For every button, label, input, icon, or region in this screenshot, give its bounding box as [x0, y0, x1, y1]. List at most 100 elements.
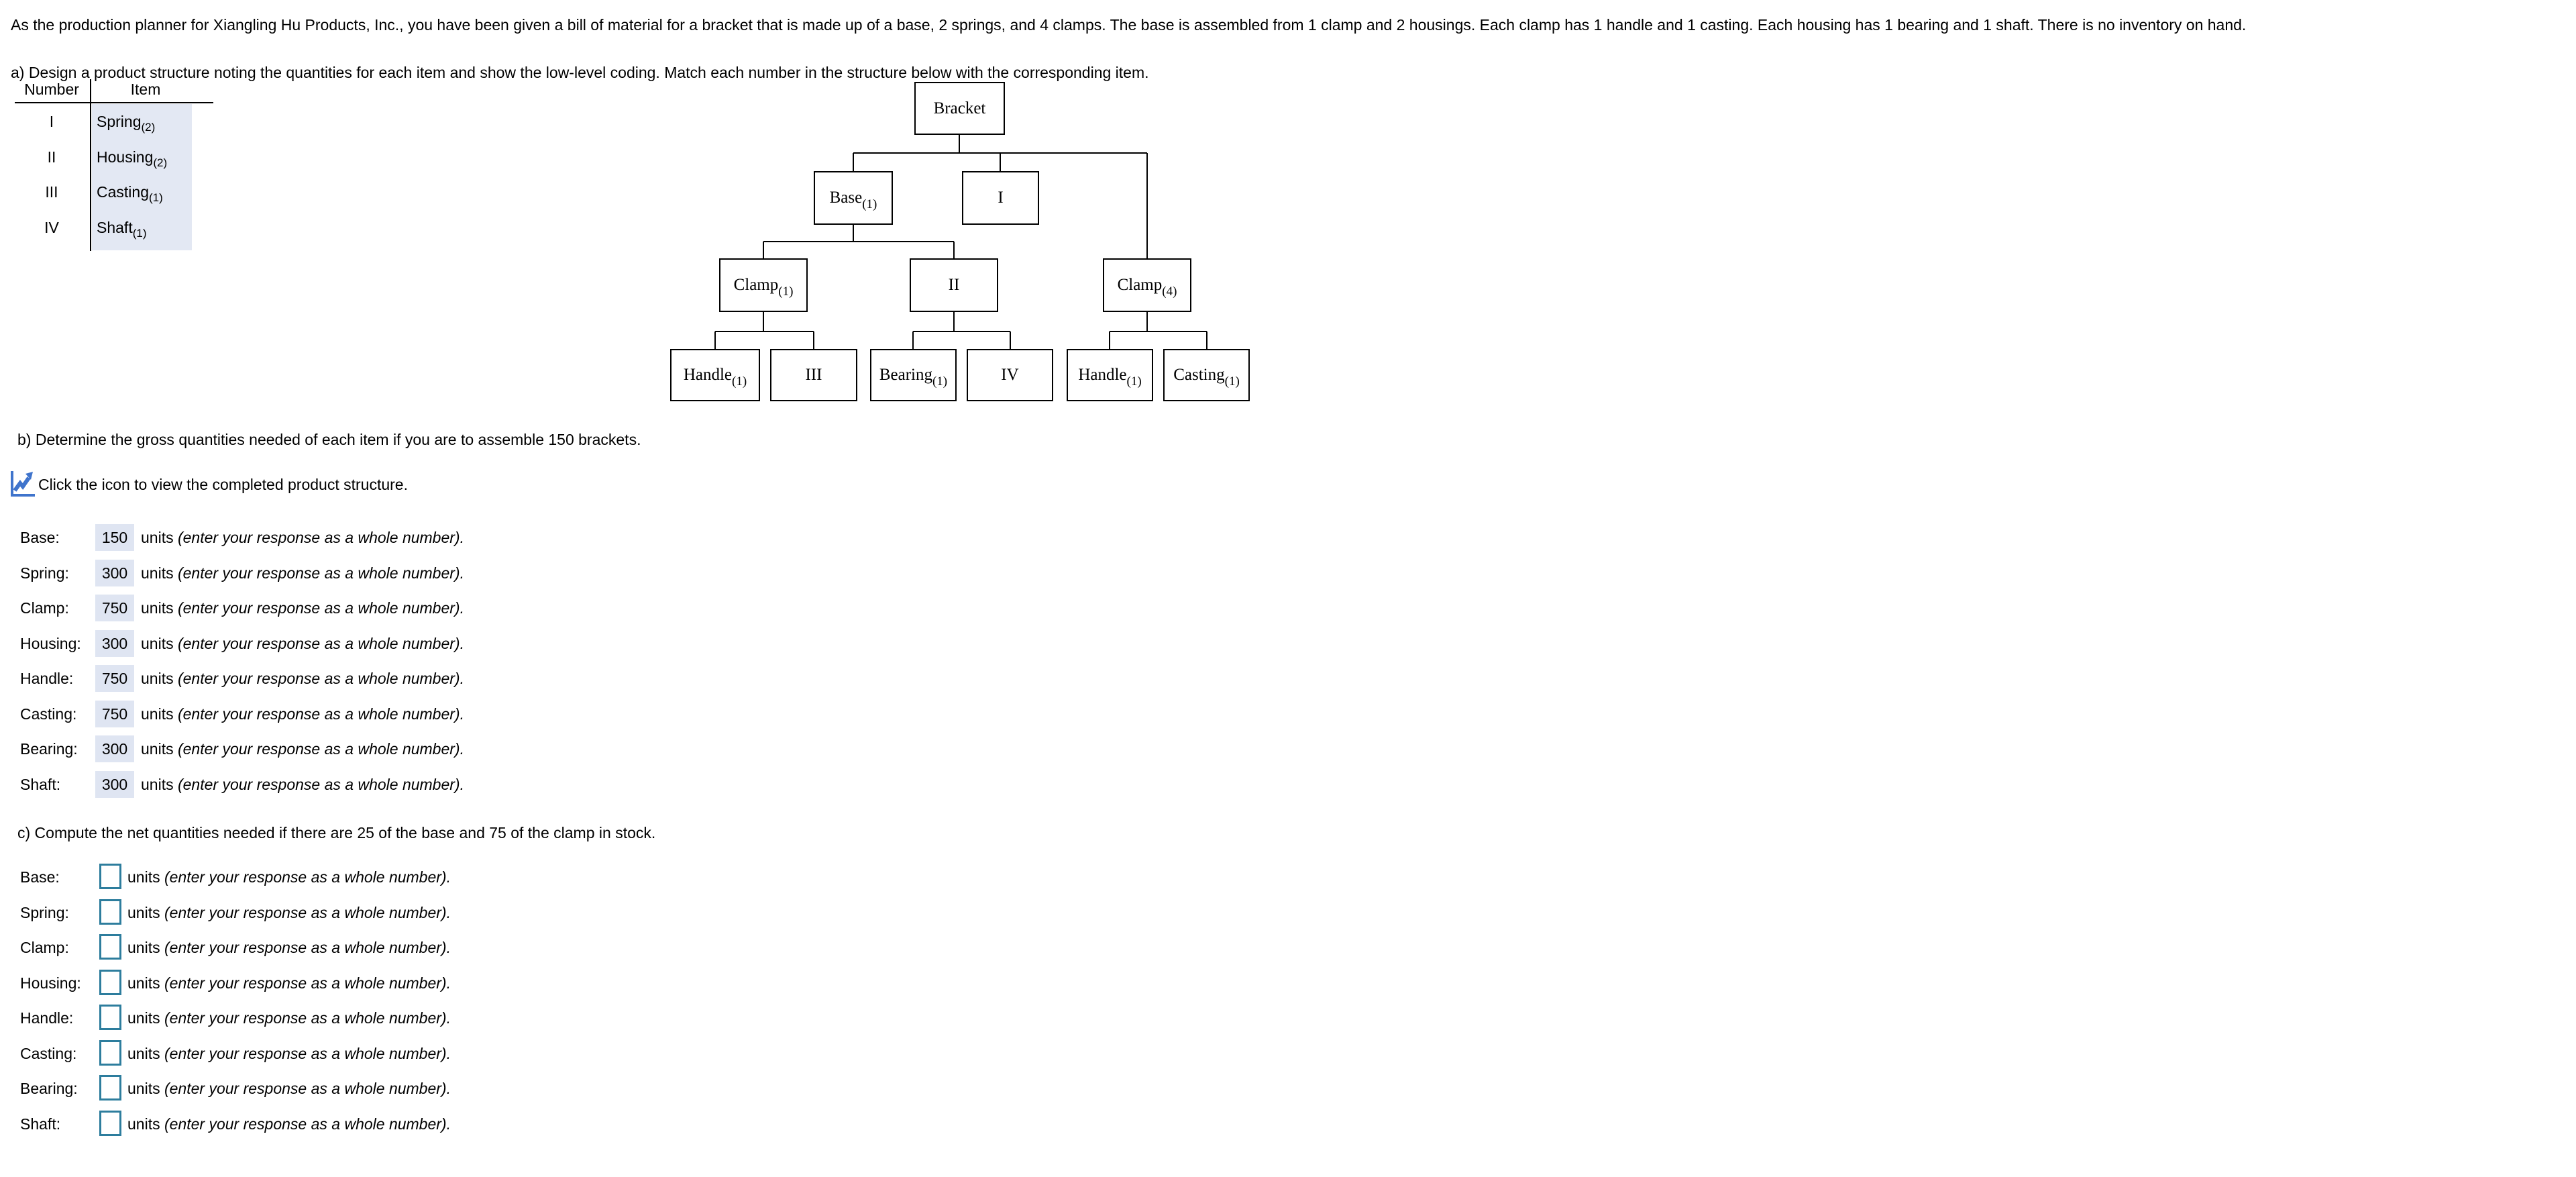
- gross-answer-field[interactable]: 300: [95, 735, 134, 762]
- units-label: units: [141, 599, 174, 617]
- gross-row-housing: Housing: 300 units (enter your response …: [20, 630, 624, 657]
- tree-connectors: [714, 135, 1208, 349]
- row-suffix: units (enter your response as a whole nu…: [127, 1009, 451, 1027]
- node-subscript: (1): [732, 374, 747, 389]
- units-label: units: [141, 635, 174, 652]
- tree-node-clamp-1: Clamp(1): [719, 258, 808, 312]
- table-header-rule: [15, 102, 213, 103]
- part-b-heading: b) Determine the gross quantities needed…: [17, 431, 641, 448]
- response-hint: (enter your response as a whole number).: [177, 529, 464, 546]
- row-suffix: units (enter your response as a whole nu…: [141, 529, 464, 547]
- net-answer-input[interactable]: [99, 1111, 121, 1136]
- gross-row-spring: Spring: 300 units (enter your response a…: [20, 560, 624, 586]
- match-row-number-4: IV: [44, 219, 59, 236]
- match-row-answer-1[interactable]: Spring(2): [97, 113, 197, 134]
- node-subscript: (1): [1224, 374, 1240, 389]
- gross-answer-field[interactable]: 150: [95, 524, 134, 551]
- net-row-clamp: Clamp: units (enter your response as a w…: [20, 934, 624, 960]
- gross-answer-field[interactable]: 300: [95, 630, 134, 657]
- match-row-answer-2[interactable]: Housing(2): [97, 148, 197, 169]
- response-hint: (enter your response as a whole number).: [177, 705, 464, 723]
- response-hint: (enter your response as a whole number).: [177, 564, 464, 582]
- response-hint: (enter your response as a whole number).: [177, 776, 464, 793]
- gross-answer-field[interactable]: 300: [95, 560, 134, 586]
- net-row-housing: Housing: units (enter your response as a…: [20, 970, 624, 995]
- row-suffix: units (enter your response as a whole nu…: [127, 939, 451, 957]
- row-label: Bearing:: [20, 1080, 78, 1097]
- response-hint: (enter your response as a whole number).: [177, 670, 464, 687]
- row-label: Handle:: [20, 1009, 74, 1027]
- net-answer-input[interactable]: [99, 899, 121, 925]
- tree-node-numeral-2: II: [910, 258, 998, 312]
- response-hint: (enter your response as a whole number).: [164, 939, 451, 956]
- response-hint: (enter your response as a whole number).: [177, 599, 464, 617]
- row-suffix: units (enter your response as a whole nu…: [141, 670, 464, 688]
- units-label: units: [141, 740, 174, 758]
- match-row-answer-4[interactable]: Shaft(1): [97, 219, 197, 240]
- node-label: Clamp: [1117, 276, 1163, 294]
- tree-node-bracket: Bracket: [914, 82, 1005, 135]
- net-row-base: Base: units (enter your response as a wh…: [20, 864, 624, 889]
- gross-row-handle: Handle: 750 units (enter your response a…: [20, 665, 624, 692]
- gross-answer-field[interactable]: 300: [95, 771, 134, 798]
- tree-node-numeral-4: IV: [967, 349, 1053, 401]
- net-row-spring: Spring: units (enter your response as a …: [20, 899, 624, 925]
- response-hint: (enter your response as a whole number).: [164, 1045, 451, 1062]
- units-label: units: [141, 529, 174, 546]
- net-answer-input[interactable]: [99, 1005, 121, 1030]
- gross-answer-field[interactable]: 750: [95, 665, 134, 692]
- node-label: IV: [1001, 366, 1019, 384]
- gross-answer-field[interactable]: 750: [95, 701, 134, 727]
- response-hint: (enter your response as a whole number).: [164, 904, 451, 921]
- row-suffix: units (enter your response as a whole nu…: [127, 1045, 451, 1063]
- match-row-answer-3[interactable]: Casting(1): [97, 183, 197, 204]
- net-answer-input[interactable]: [99, 1040, 121, 1066]
- problem-statement: As the production planner for Xiangling …: [11, 16, 2247, 34]
- node-subscript: (1): [862, 197, 877, 211]
- row-label: Bearing:: [20, 740, 78, 758]
- match-row-number-3: III: [45, 183, 58, 201]
- net-answer-input[interactable]: [99, 864, 121, 889]
- view-product-structure-icon[interactable]: [9, 470, 36, 498]
- gross-row-casting: Casting: 750 units (enter your response …: [20, 701, 624, 727]
- gross-answer-field[interactable]: 750: [95, 595, 134, 621]
- node-subscript: (1): [1126, 374, 1142, 389]
- tree-node-clamp-4: Clamp(4): [1103, 258, 1191, 312]
- net-row-casting: Casting: units (enter your response as a…: [20, 1040, 624, 1066]
- net-answer-input[interactable]: [99, 970, 121, 995]
- tree-node-casting: Casting(1): [1163, 349, 1250, 401]
- gross-row-base: Base: 150 units (enter your response as …: [20, 524, 624, 551]
- units-label: units: [141, 776, 174, 793]
- response-hint: (enter your response as a whole number).: [164, 974, 451, 992]
- node-label: I: [998, 189, 1004, 207]
- response-hint: (enter your response as a whole number).: [164, 1080, 451, 1097]
- row-label: Shaft:: [20, 1115, 61, 1133]
- node-label: II: [948, 276, 960, 294]
- icon-caption: Click the icon to view the completed pro…: [38, 476, 408, 493]
- units-label: units: [141, 670, 174, 687]
- row-suffix: units (enter your response as a whole nu…: [127, 1115, 451, 1133]
- item-quantity-subscript: (2): [141, 121, 156, 134]
- gross-row-clamp: Clamp: 750 units (enter your response as…: [20, 595, 624, 621]
- net-answer-input[interactable]: [99, 934, 121, 960]
- net-answer-input[interactable]: [99, 1075, 121, 1101]
- row-suffix: units (enter your response as a whole nu…: [127, 1080, 451, 1098]
- tree-node-bearing: Bearing(1): [870, 349, 957, 401]
- item-label: Casting: [97, 183, 149, 201]
- row-suffix: units (enter your response as a whole nu…: [127, 868, 451, 886]
- units-label: units: [127, 974, 160, 992]
- tree-node-handle-left: Handle(1): [670, 349, 760, 401]
- node-label: Handle: [683, 366, 733, 384]
- node-label: Bearing: [879, 366, 932, 384]
- node-label: III: [805, 366, 822, 384]
- node-label: Clamp: [733, 276, 779, 294]
- row-suffix: units (enter your response as a whole nu…: [141, 776, 464, 794]
- row-label: Clamp:: [20, 599, 69, 617]
- part-c-heading: c) Compute the net quantities needed if …: [17, 824, 656, 841]
- item-quantity-subscript: (1): [132, 227, 147, 240]
- units-label: units: [127, 904, 160, 921]
- response-hint: (enter your response as a whole number).: [177, 740, 464, 758]
- row-label: Housing:: [20, 635, 81, 652]
- tree-node-numeral-3: III: [770, 349, 857, 401]
- match-row-number-2: II: [47, 148, 56, 166]
